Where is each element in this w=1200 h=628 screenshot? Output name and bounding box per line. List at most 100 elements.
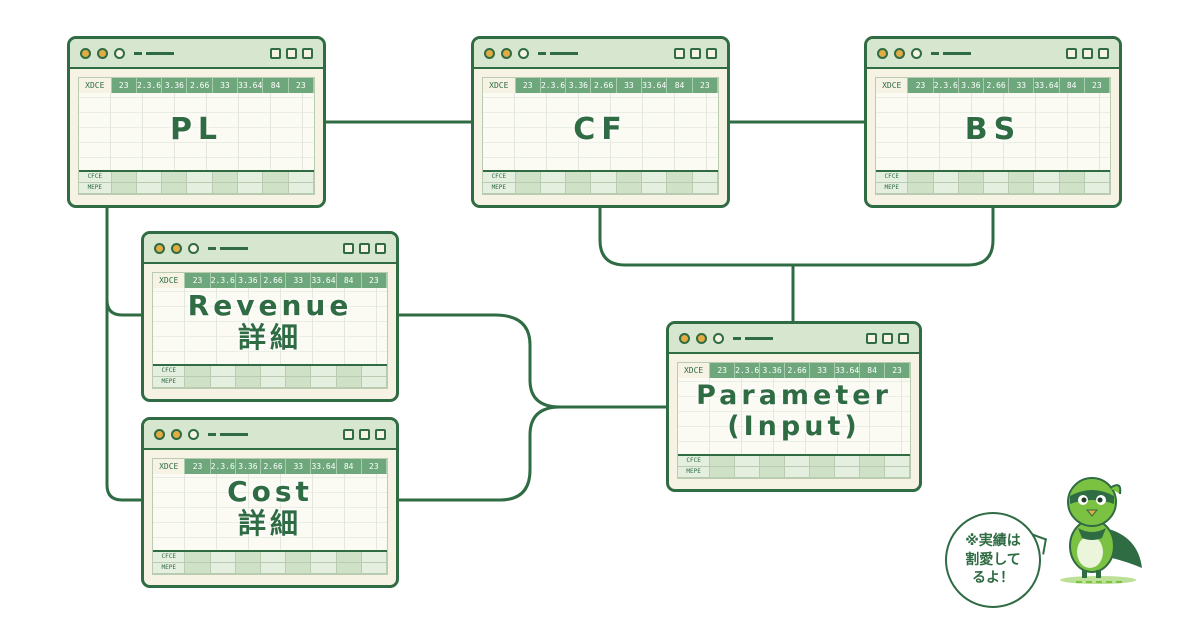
sheet-footer-cell bbox=[785, 467, 811, 477]
close-icon bbox=[375, 429, 386, 440]
sheet-footer-cell bbox=[616, 172, 643, 182]
sheet-footer-cell bbox=[263, 183, 289, 193]
sheet-footer-cell bbox=[1034, 172, 1060, 182]
sheet-header-cell: 84 bbox=[337, 273, 362, 288]
sheet-footer-cell bbox=[785, 456, 811, 466]
sheet-header-cell: 84 bbox=[1060, 78, 1085, 93]
title-line-icon bbox=[733, 337, 773, 340]
title-line-icon bbox=[208, 247, 248, 250]
window-label: Cost 詳細 bbox=[227, 475, 313, 541]
maximize-icon bbox=[359, 243, 370, 254]
window-dot-icon bbox=[501, 48, 512, 59]
sheet-cells bbox=[678, 378, 910, 456]
sheet-header-cell: XDCE bbox=[678, 363, 711, 378]
connector-pl-revenue bbox=[105, 298, 143, 317]
sheet-footer-cell bbox=[735, 456, 761, 466]
sheet-header-cell: 84 bbox=[667, 78, 693, 93]
sheet-header-cell: 3.36 bbox=[566, 78, 592, 93]
title-line-icon bbox=[931, 52, 971, 55]
sheet-header-cell: 3.36 bbox=[162, 78, 188, 93]
window-dot-icon bbox=[114, 48, 125, 59]
sheet-header-cell: 23 bbox=[362, 459, 387, 474]
sheet-header-cell: 84 bbox=[337, 459, 362, 474]
sheet-footer-row: MEPE bbox=[79, 183, 314, 194]
sheet-footer-cell bbox=[288, 172, 314, 182]
sheet-footer-cell bbox=[136, 183, 163, 193]
sheet-footer-cell bbox=[885, 467, 910, 477]
sheet-footer-cell bbox=[210, 377, 236, 387]
sheet-footer-cell bbox=[984, 172, 1010, 182]
sheet-header-cell: 23 bbox=[289, 78, 314, 93]
sheet-footer-row: CFCE bbox=[678, 456, 910, 467]
sheet-header-cell: 33.64 bbox=[1034, 78, 1060, 93]
sheet-footer-cell bbox=[212, 183, 239, 193]
sheet-footer-cell bbox=[710, 456, 736, 466]
sheet-footer-cell: MEPE bbox=[483, 183, 516, 193]
sheet-footer-row: CFCE bbox=[483, 172, 718, 183]
window-dot-icon bbox=[894, 48, 905, 59]
sheet-header-cell: 23 bbox=[112, 78, 137, 93]
sheet-header-cell: XDCE bbox=[153, 459, 186, 474]
sheet-footer-cell bbox=[185, 366, 211, 376]
title-line-icon bbox=[538, 52, 578, 55]
window-dot-icon bbox=[154, 429, 165, 440]
sheet-footer-cell bbox=[540, 183, 567, 193]
sheet-footer-cell: CFCE bbox=[483, 172, 516, 182]
sheet-footer-cell bbox=[540, 172, 567, 182]
sheet-footer-cell bbox=[810, 456, 836, 466]
sheet-footer-cell bbox=[235, 366, 262, 376]
sheet-footer-cell bbox=[760, 467, 786, 477]
window-label: CF bbox=[573, 112, 628, 147]
window-dot-icon bbox=[696, 333, 707, 344]
sheet-footer-row: CFCE bbox=[153, 552, 387, 563]
sheet-header-cell: 2.66 bbox=[261, 459, 287, 474]
close-icon bbox=[375, 243, 386, 254]
sheet-footer-cell bbox=[361, 563, 387, 573]
maximize-icon bbox=[1082, 48, 1093, 59]
window-titlebar bbox=[867, 39, 1119, 69]
sheet-header-cell: 33 bbox=[617, 78, 643, 93]
window-label: PL bbox=[169, 112, 224, 147]
sheet-header-cell: 3.36 bbox=[236, 459, 262, 474]
sheet-footer-cell: MEPE bbox=[153, 377, 186, 387]
sheet-header-cell: 33.64 bbox=[311, 273, 337, 288]
sheet-footer-cell bbox=[238, 183, 264, 193]
sheet-footer-cell bbox=[263, 172, 289, 182]
sheet-header-cell: 2.66 bbox=[984, 78, 1010, 93]
sheet-header-cell: 33 bbox=[810, 363, 836, 378]
sheet-footer-cell bbox=[515, 172, 541, 182]
sheet-header-cell: 33.64 bbox=[311, 459, 337, 474]
sheet-footer-cell bbox=[908, 183, 934, 193]
sheet-footer-cell: MEPE bbox=[153, 563, 186, 573]
sheet-header-cell: 2.3.6 bbox=[934, 78, 959, 93]
sheet-footer-cell bbox=[111, 183, 137, 193]
window-dot-icon bbox=[484, 48, 495, 59]
sheet-header-cell: 23 bbox=[362, 273, 387, 288]
sheet-header-cell: 33 bbox=[213, 78, 239, 93]
sheet-footer-cell bbox=[667, 183, 693, 193]
sheet-footer-row: MEPE bbox=[483, 183, 718, 194]
sheet-cells bbox=[483, 93, 718, 172]
window-dot-icon bbox=[877, 48, 888, 59]
window-dot-icon bbox=[171, 429, 182, 440]
title-line-icon bbox=[134, 52, 174, 55]
sheet-cells bbox=[153, 288, 387, 366]
sheet-footer-cell: CFCE bbox=[153, 552, 186, 562]
sheet-header-cell: 2.66 bbox=[187, 78, 213, 93]
sheet-footer-cell bbox=[111, 172, 137, 182]
sheet-header-cell: 2.3.6 bbox=[137, 78, 163, 93]
sheet-header-cell: 33.64 bbox=[238, 78, 264, 93]
